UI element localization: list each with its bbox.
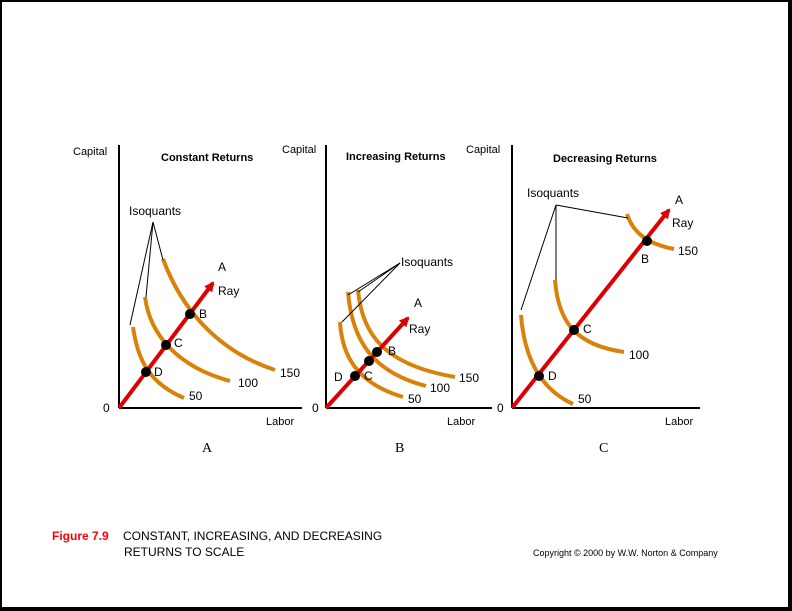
isoquants-pointer (145, 221, 154, 298)
point-c-label: C (174, 336, 183, 350)
isoquant-150-label: 150 (678, 244, 698, 258)
copyright: Copyright © 2000 by W.W. Norton & Compan… (533, 548, 718, 558)
isoquants-pointer (129, 221, 154, 326)
point-c-label: C (364, 369, 373, 383)
figure-caption-line2: RETURNS TO SCALE (124, 545, 244, 559)
isoquants-pointer (347, 262, 401, 296)
point-d-label: D (334, 370, 343, 384)
point-d-label: D (548, 369, 557, 383)
ray-end-label: A (218, 260, 226, 274)
panel-label: C (599, 441, 608, 456)
ray-label: Ray (672, 216, 693, 230)
y-axis-label: Capital (282, 144, 316, 156)
isoquant-50 (338, 321, 404, 399)
isoquants-pointer (520, 204, 557, 311)
isoquant-50-label: 50 (578, 392, 592, 406)
panel-increasing-returns: Capital Increasing Returns Labor 0 D C B… (282, 144, 492, 456)
point-d (141, 367, 151, 377)
point-d (350, 371, 360, 381)
isoquants-pointer (357, 262, 401, 293)
point-c-label: C (583, 322, 592, 336)
point-d (534, 371, 544, 381)
panel-constant-returns: Capital Constant Returns Labor 0 D C B 5… (73, 145, 302, 456)
y-axis-label: Capital (466, 144, 500, 156)
panel-title: Decreasing Returns (553, 153, 657, 165)
origin-label: 0 (312, 401, 319, 415)
ray-end-label: A (414, 296, 422, 310)
panel-decreasing-returns: Capital Decreasing Returns Labor 0 D C B… (466, 144, 700, 456)
point-b (642, 236, 652, 246)
point-d-label: D (154, 365, 163, 379)
origin-label: 0 (103, 401, 110, 415)
x-axis-label: Labor (447, 416, 475, 428)
isoquants-label: Isoquants (129, 204, 181, 218)
isoquants-label: Isoquants (401, 255, 453, 269)
ray-end-label: A (675, 193, 683, 207)
ray-label: Ray (409, 322, 430, 336)
isoquants-pointer (341, 262, 401, 323)
point-b (372, 347, 382, 357)
isoquant-150-label: 150 (280, 366, 300, 380)
x-axis-label: Labor (266, 416, 294, 428)
ray-label: Ray (218, 284, 239, 298)
figure-number: Figure 7.9 (52, 529, 109, 543)
isoquant-150 (625, 213, 675, 251)
point-c (364, 356, 374, 366)
point-b (185, 309, 195, 319)
panel-title: Increasing Returns (346, 151, 446, 163)
x-axis-label: Labor (665, 416, 693, 428)
panel-label: A (202, 441, 213, 456)
isoquant-150 (161, 258, 276, 372)
figure-caption-line1: CONSTANT, INCREASING, AND DECREASING (123, 529, 382, 543)
y-axis-label: Capital (73, 146, 107, 158)
panel-label: B (395, 441, 404, 456)
panel-title: Constant Returns (161, 152, 253, 164)
isoquant-100-label: 100 (238, 376, 258, 390)
isoquants-label: Isoquants (527, 186, 579, 200)
isoquants-pointer (152, 221, 164, 261)
isoquant-50 (519, 314, 574, 406)
isoquant-100-label: 100 (629, 348, 649, 362)
isoquant-100-label: 100 (430, 381, 450, 395)
point-b-label: B (199, 307, 207, 321)
isoquant-50 (131, 326, 185, 400)
point-b-label: B (641, 252, 649, 266)
point-c (161, 340, 171, 350)
isoquant-50-label: 50 (408, 392, 422, 406)
isoquants-pointer (555, 204, 629, 219)
point-c (569, 325, 579, 335)
isoquant-100 (346, 291, 427, 388)
isoquant-150-label: 150 (459, 371, 479, 385)
point-b-label: B (388, 344, 396, 358)
origin-label: 0 (497, 401, 504, 415)
isoquant-50-label: 50 (189, 389, 203, 403)
